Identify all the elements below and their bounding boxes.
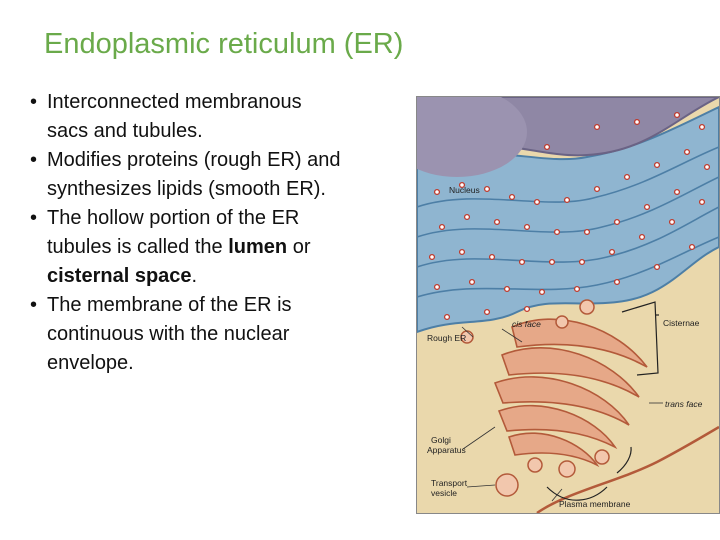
vesicles (460, 299, 610, 497)
bullet-text: Modifies proteins (rough ER) and (47, 149, 341, 171)
label-cis-face: cis face (512, 319, 541, 329)
bullet-item: • Modifies proteins (rough ER) and synth… (30, 146, 415, 204)
bullet-text: continuous with the nuclear (47, 323, 290, 345)
bullet-dot: • (30, 149, 38, 171)
leader-lines (461, 326, 663, 502)
bullet-text: or (287, 236, 311, 258)
ribosomes (428, 111, 711, 321)
label-trans-face: trans face (665, 399, 703, 409)
cisternae-bracket (621, 301, 659, 376)
label-cisternae: Cisternae (663, 318, 700, 328)
bullet-text: The membrane of the ER is (47, 294, 292, 316)
illustration-svg: Nucleus cis face Cisternae Rough ER tran… (417, 97, 719, 513)
bullet-dot: • (30, 294, 38, 316)
bullet-text: cisternal space. (47, 262, 415, 291)
bullet-text: envelope. (47, 352, 134, 374)
bullet-text: tubules is called the (47, 236, 229, 258)
bullet-text: tubules is called the lumen or (47, 233, 415, 262)
label-rough-er: Rough ER (427, 333, 466, 343)
label-plasma-membrane: Plasma membrane (559, 499, 631, 509)
bullet-dot: • (30, 207, 38, 229)
nucleus-shade (417, 97, 527, 177)
bullet-text: sacs and tubules. (47, 120, 203, 142)
er-cisternae (417, 146, 719, 298)
bullet-text: The hollow portion of the ER (47, 207, 300, 229)
transport-arrows (546, 446, 632, 501)
bullet-text: synthesizes lipids (smooth ER). (47, 178, 326, 200)
bullet-text: . (191, 265, 198, 287)
label-golgi-1: Golgi (431, 435, 451, 445)
bullet-item: • Interconnected membranous sacs and tub… (30, 88, 415, 146)
label-golgi-2: Apparatus (427, 445, 466, 455)
bullet-list: • Interconnected membranous sacs and tub… (30, 88, 415, 378)
er-golgi-illustration: Nucleus cis face Cisternae Rough ER tran… (416, 96, 720, 514)
label-transport-2: vesicle (431, 488, 457, 498)
label-nucleus: Nucleus (449, 185, 480, 195)
term-lumen: lumen (228, 236, 288, 258)
bullet-item: • The hollow portion of the ER tubules i… (30, 204, 415, 291)
bullet-dot: • (30, 91, 38, 113)
bullet-text: Interconnected membranous (47, 91, 302, 113)
label-transport-1: Transport (431, 478, 468, 488)
term-cisternal-space: cisternal space (47, 265, 192, 287)
bullet-item: • The membrane of the ER is continuous w… (30, 291, 415, 378)
slide-title: Endoplasmic reticulum (ER) (44, 28, 404, 60)
